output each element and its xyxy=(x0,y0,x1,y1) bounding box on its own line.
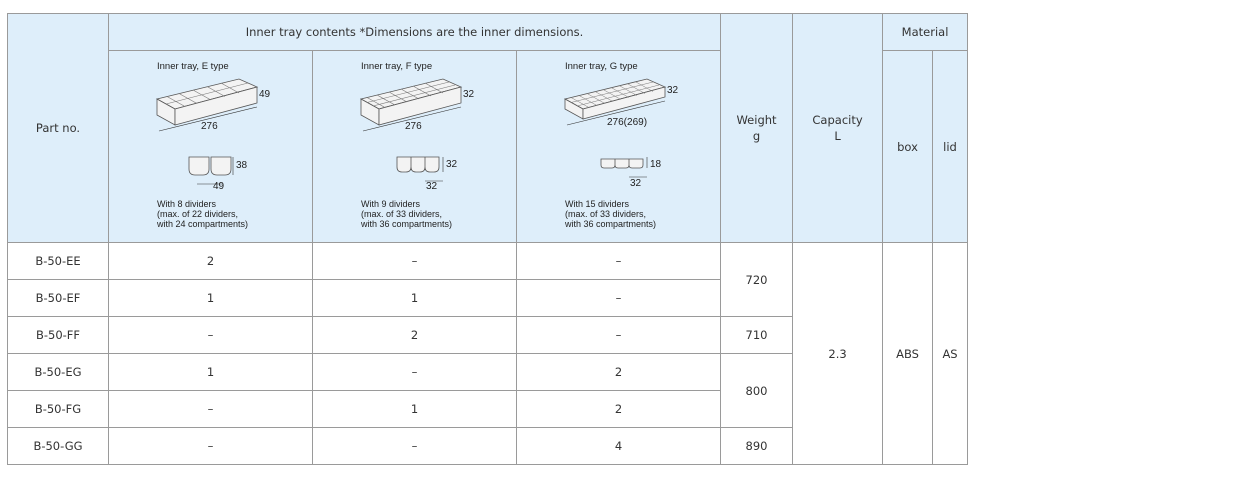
tray-f-length: 276 xyxy=(405,121,422,132)
tray-e-illustration: 276 49 38 49 xyxy=(155,78,271,192)
f-count-cell: – xyxy=(312,427,517,465)
f-count-cell: – xyxy=(312,242,517,280)
e-count-cell: 1 xyxy=(108,353,313,391)
g-count-cell: – xyxy=(515,279,722,317)
tray-e-height: 38 xyxy=(236,160,248,171)
weight-cell: 710 xyxy=(720,316,794,354)
tray-g-cell: Inner tray, G type xyxy=(515,50,722,243)
g-count-cell: 4 xyxy=(515,427,722,465)
part-no-cell: B-50-EG xyxy=(7,353,109,391)
tray-g-note-line: With 15 dividers xyxy=(565,199,630,209)
tray-e-note-line: with 24 compartments) xyxy=(157,219,249,229)
spec-table: Part no. Inner tray contents *Dimensions… xyxy=(7,13,969,465)
header-contents: Inner tray contents *Dimensions are the … xyxy=(107,13,722,51)
part-no-cell: B-50-EE xyxy=(7,242,109,280)
tray-e-note: With 8 dividers (max. of 22 dividers, wi… xyxy=(157,199,248,229)
e-count-cell: – xyxy=(108,316,313,354)
tray-e-cell: Inner tray, E type 276 xyxy=(108,50,313,243)
table-row: B-50-FF – 2 – 710 xyxy=(7,316,968,354)
e-count-cell: 2 xyxy=(108,242,313,280)
tray-g-note-line: with 36 compartments) xyxy=(565,219,657,229)
weight-unit: g xyxy=(752,129,761,143)
tray-e-title: Inner tray, E type xyxy=(157,61,229,72)
f-count-cell: 1 xyxy=(312,390,517,428)
table-row: B-50-EF 1 1 – xyxy=(7,279,968,317)
tray-g-illustration: 276(269) 32 18 32 xyxy=(563,78,679,189)
tray-e-pitch: 49 xyxy=(213,181,225,192)
header-box: box xyxy=(882,50,934,243)
g-count-cell: 2 xyxy=(515,390,722,428)
tray-f-title: Inner tray, F type xyxy=(361,61,433,72)
tray-f-height: 32 xyxy=(446,159,458,170)
tray-g-height: 18 xyxy=(650,159,662,170)
tray-f-note-line: (max. of 33 dividers, xyxy=(361,209,443,219)
g-count-cell: 2 xyxy=(515,353,722,391)
capacity-label: Capacity xyxy=(812,113,863,127)
material-lid-cell: AS xyxy=(932,242,969,465)
material-box-cell: ABS xyxy=(882,242,934,465)
weight-cell: 720 xyxy=(720,242,794,317)
tray-e-note-line: With 8 dividers xyxy=(157,199,217,209)
part-no-cell: B-50-FF xyxy=(7,316,109,354)
table-row: B-50-EG 1 – 2 800 xyxy=(7,353,968,428)
tray-f-illustration: 276 32 32 32 xyxy=(359,78,475,192)
weight-cell: 890 xyxy=(720,427,794,465)
table-row: B-50-GG – – 4 890 xyxy=(7,427,968,465)
tray-g-length: 276(269) xyxy=(607,117,647,128)
header-part-no: Part no. xyxy=(7,13,109,243)
e-count-cell: – xyxy=(108,427,313,465)
tray-e-width: 49 xyxy=(259,89,271,100)
tray-g-width: 32 xyxy=(667,85,679,96)
header-weight: Weight g xyxy=(720,13,794,243)
header-material: Material xyxy=(882,13,969,51)
header-lid: lid xyxy=(932,50,969,243)
part-no-cell: B-50-GG xyxy=(7,427,109,465)
part-no-cell: B-50-FG xyxy=(7,390,109,428)
tray-f-note-line: with 36 compartments) xyxy=(361,219,453,229)
tray-f-note-line: With 9 dividers xyxy=(361,199,421,209)
capacity-cell: 2.3 xyxy=(792,242,884,465)
part-no-cell: B-50-EF xyxy=(7,279,109,317)
f-count-cell: 1 xyxy=(312,279,517,317)
tray-g-pitch: 32 xyxy=(630,178,642,189)
table-row: B-50-FG – 1 2 xyxy=(7,390,968,428)
e-count-cell: 1 xyxy=(108,279,313,317)
tray-g-note: With 15 dividers (max. of 33 dividers, w… xyxy=(565,199,656,229)
tray-e-note-line: (max. of 22 dividers, xyxy=(157,209,239,219)
tray-f-cell: Inner tray, F type 276 32 xyxy=(312,50,517,243)
f-count-cell: – xyxy=(312,353,517,391)
tray-g-title: Inner tray, G type xyxy=(565,61,638,72)
tray-f-width: 32 xyxy=(463,89,475,100)
tray-e-length: 276 xyxy=(201,121,218,132)
weight-label: Weight xyxy=(736,113,777,127)
f-count-cell: 2 xyxy=(312,316,517,354)
tray-f-pitch: 32 xyxy=(426,181,438,192)
tray-f-note: With 9 dividers (max. of 33 dividers, wi… xyxy=(361,199,452,229)
g-count-cell: – xyxy=(515,242,722,280)
table-row: B-50-EE 2 – – 720 2.3 ABS AS xyxy=(7,242,969,465)
weight-cell: 800 xyxy=(720,353,794,428)
g-count-cell: – xyxy=(515,316,722,354)
tray-g-note-line: (max. of 33 dividers, xyxy=(565,209,647,219)
capacity-unit: L xyxy=(834,129,841,143)
e-count-cell: – xyxy=(108,390,313,428)
